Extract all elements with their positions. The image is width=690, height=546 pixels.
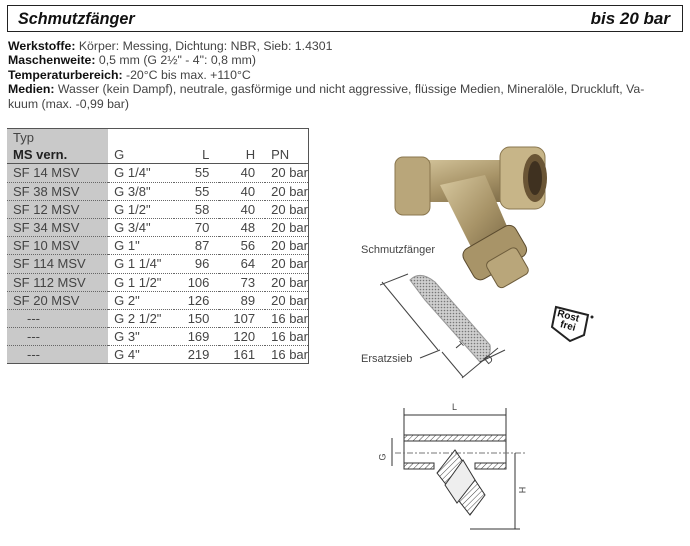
- thread-cell: G 2 1/2": [108, 309, 174, 329]
- sieve-drawing: [380, 273, 506, 379]
- thread-cell: G 3/8": [108, 182, 174, 201]
- height-cell: 161: [233, 347, 256, 363]
- pressure-cell: 20 bar: [265, 254, 308, 274]
- rostfrei-badge: Rost frei: [550, 305, 594, 343]
- length-cell: 55: [173, 182, 220, 201]
- dim-G: G: [377, 453, 388, 461]
- strainer-label: Schmutzfänger: [361, 244, 435, 256]
- thread-cell: G 2": [108, 291, 174, 310]
- spec-temperature: Temperaturbereich: -20°C bis max. +110°C: [8, 67, 251, 82]
- length-cell: 70: [173, 218, 220, 238]
- pressure-cell: 20 bar: [265, 218, 308, 238]
- length-cell: 55: [173, 163, 220, 183]
- height-cell: 48: [219, 218, 266, 238]
- height-cell: 40: [219, 182, 266, 201]
- pressure-cell: 20 bar: [265, 236, 308, 256]
- height-cell: 120: [219, 327, 266, 347]
- thread-cell: G 1": [108, 236, 174, 256]
- length-cell: 169: [173, 327, 220, 347]
- pressure-cell: 20 bar: [265, 182, 308, 201]
- thread-cell: G 1 1/2": [108, 273, 174, 292]
- thread-cell: G 1 1/4": [108, 254, 174, 274]
- length-cell: 106: [173, 273, 220, 292]
- pressure-cell: 20 bar: [265, 163, 308, 183]
- length-cell: 126: [173, 291, 220, 310]
- spec-materials: Werkstoffe: Körper: Messing, Dichtung: N…: [8, 39, 333, 53]
- dim-H: H: [517, 486, 528, 494]
- type-cell: SF 114 MSV: [7, 254, 109, 274]
- height-cell: 73: [219, 273, 266, 292]
- type-cell: SF 38 MSV: [7, 182, 109, 201]
- type-cell: ---: [7, 345, 109, 364]
- sieve-label: Ersatzsieb: [361, 353, 413, 365]
- type-cell: SF 20 MSV: [7, 291, 109, 310]
- spec-media: Medien: Wasser (kein Dampf), neutrale, g…: [8, 82, 645, 111]
- type-cell: SF 12 MSV: [7, 200, 109, 219]
- length-cell: 96: [173, 254, 220, 274]
- height-cell: 40: [219, 163, 266, 183]
- height-cell: 56: [219, 236, 266, 256]
- dim-L: L: [452, 402, 458, 412]
- height-cell: 107: [219, 309, 266, 329]
- pressure-cell: 16 bar: [265, 309, 308, 329]
- length-cell: 219: [187, 347, 210, 363]
- height-cell: 64: [219, 254, 266, 274]
- pressure-cell: 16 bar: [265, 327, 308, 347]
- product-title: Schmutzfänger: [18, 9, 135, 28]
- type-cell: SF 112 MSV: [7, 273, 109, 292]
- type-cell: SF 10 MSV: [7, 236, 109, 256]
- type-cell: ---: [7, 309, 109, 329]
- pressure-cell: 20 bar: [265, 273, 308, 292]
- table-header: MS vern. G L H PN: [7, 146, 308, 165]
- strainer-photo: [394, 146, 547, 289]
- thread-cell: G 1/2": [108, 200, 174, 219]
- thread-cell: G 3/4": [108, 218, 174, 238]
- table-row: --- G 4" 219 161 16 bar: [7, 345, 308, 364]
- pressure-rating: bis 20 bar: [590, 9, 670, 28]
- type-cell: SF 14 MSV: [7, 163, 109, 183]
- thread-cell: G 4": [114, 347, 140, 363]
- height-cell: 89: [219, 291, 266, 310]
- specifications: Werkstoffe: Körper: Messing, Dichtung: N…: [8, 39, 688, 111]
- type-cell: SF 34 MSV: [7, 218, 109, 238]
- pressure-cell: 20 bar: [265, 291, 308, 310]
- length-cell: 87: [173, 236, 220, 256]
- length-cell: 150: [173, 309, 220, 329]
- title-bar: Schmutzfänger bis 20 bar: [7, 5, 683, 32]
- thread-cell: G 1/4": [108, 163, 174, 183]
- section-drawing: [391, 408, 525, 530]
- thread-cell: G 3": [108, 327, 174, 347]
- type-cell: ---: [7, 327, 109, 347]
- table-header-top: Typ: [7, 129, 308, 147]
- pressure-cell: 20 bar: [265, 200, 308, 219]
- pressure-cell: 16 bar: [271, 347, 308, 363]
- height-cell: 40: [219, 200, 266, 219]
- spec-mesh: Maschenweite: 0,5 mm (G 2½" - 4": 0,8 mm…: [8, 53, 256, 68]
- length-cell: 58: [173, 200, 220, 219]
